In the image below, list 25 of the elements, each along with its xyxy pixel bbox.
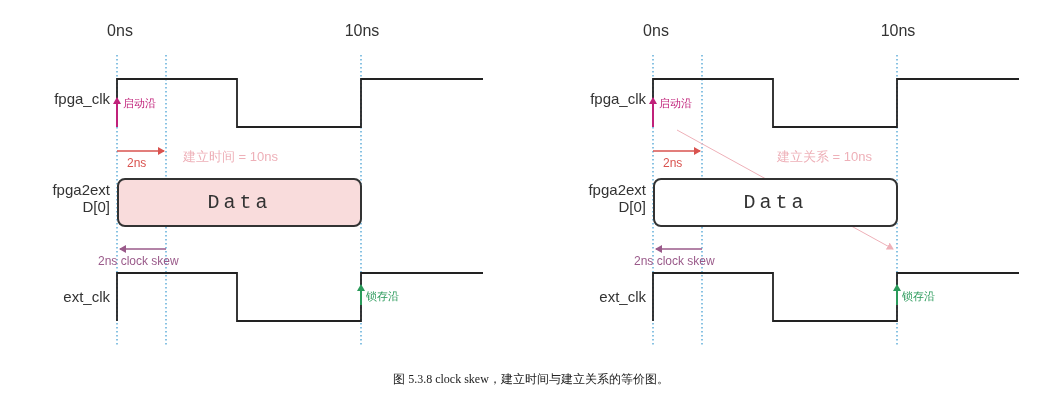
signal-name: fpga2ext D[0]: [51, 182, 110, 215]
setup-label: 建立关系 = 10ns: [777, 150, 872, 165]
edge-note: 启动沿: [123, 97, 156, 110]
data-label: Data: [207, 191, 272, 214]
signal-name: fpga_clk: [590, 91, 646, 108]
skew-label: 2ns clock skew: [98, 255, 179, 269]
signal-name: fpga2ext D[0]: [587, 182, 646, 215]
time-label: 10ns: [880, 22, 916, 40]
data-label: Data: [743, 191, 808, 214]
setup-label: 建立时间 = 10ns: [183, 150, 278, 165]
data-box: [653, 178, 898, 227]
delay-label: 2ns: [127, 157, 147, 171]
edge-note: 启动沿: [659, 97, 692, 110]
edge-note: 锁存沿: [902, 290, 935, 303]
data-box: [117, 178, 362, 227]
signal-name: fpga_clk: [54, 91, 110, 108]
time-label: 10ns: [344, 22, 380, 40]
time-label: 0ns: [107, 22, 133, 40]
time-label: 0ns: [643, 22, 669, 40]
caption: 图 5.3.8 clock skew，建立时间与建立关系的等价图。: [393, 373, 669, 387]
signal-name: ext_clk: [63, 289, 110, 306]
signal-name: ext_clk: [599, 289, 646, 306]
skew-label: 2ns clock skew: [634, 255, 715, 269]
edge-note: 锁存沿: [366, 290, 399, 303]
delay-label: 2ns: [663, 157, 683, 171]
